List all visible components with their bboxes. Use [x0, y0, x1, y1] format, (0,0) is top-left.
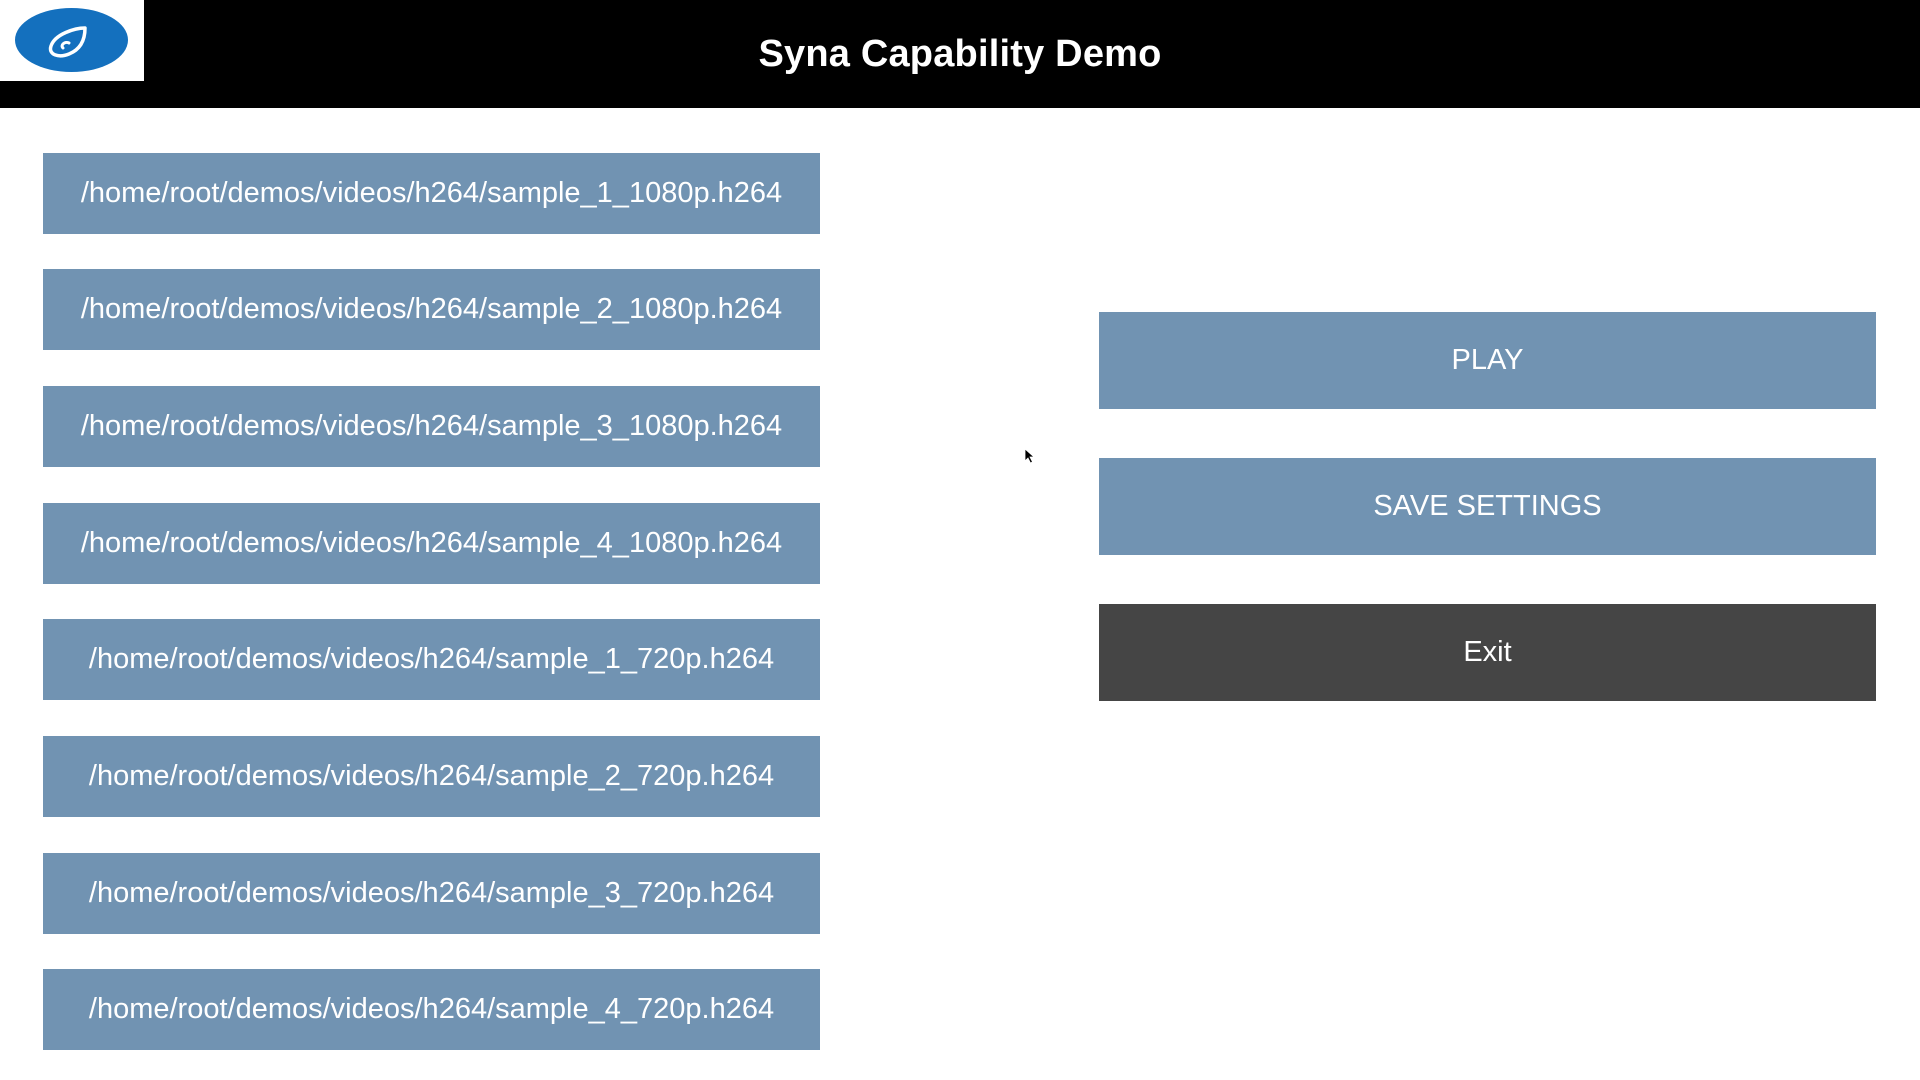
logo: [0, 0, 144, 81]
file-button-sample-3-720p[interactable]: /home/root/demos/videos/h264/sample_3_72…: [43, 853, 820, 934]
play-button[interactable]: PLAY: [1099, 312, 1876, 409]
file-button-sample-4-1080p[interactable]: /home/root/demos/videos/h264/sample_4_10…: [43, 503, 820, 584]
file-button-sample-2-1080p[interactable]: /home/root/demos/videos/h264/sample_2_10…: [43, 269, 820, 350]
logo-icon: [15, 8, 128, 72]
exit-button[interactable]: Exit: [1099, 604, 1876, 701]
file-button-sample-1-1080p[interactable]: /home/root/demos/videos/h264/sample_1_10…: [43, 153, 820, 234]
file-button-sample-2-720p[interactable]: /home/root/demos/videos/h264/sample_2_72…: [43, 736, 820, 817]
file-button-sample-4-720p[interactable]: /home/root/demos/videos/h264/sample_4_72…: [43, 969, 820, 1050]
mouse-pointer-icon: [1024, 448, 1037, 465]
file-button-sample-3-1080p[interactable]: /home/root/demos/videos/h264/sample_3_10…: [43, 386, 820, 467]
header-bar: Syna Capability Demo: [0, 0, 1920, 108]
file-button-sample-1-720p[interactable]: /home/root/demos/videos/h264/sample_1_72…: [43, 619, 820, 700]
page-title: Syna Capability Demo: [758, 33, 1162, 75]
save-settings-button[interactable]: SAVE SETTINGS: [1099, 458, 1876, 555]
